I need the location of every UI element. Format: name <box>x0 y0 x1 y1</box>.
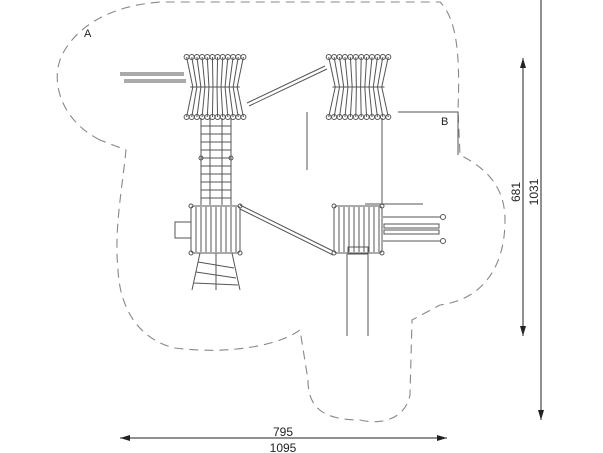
chain-bridge <box>239 204 334 256</box>
dimension-lines <box>120 0 544 441</box>
dim-width-inner: 795 <box>273 425 293 439</box>
tower-roof-right <box>325 54 392 120</box>
slide <box>346 246 369 336</box>
platform-right <box>331 203 385 256</box>
monkey-bars <box>120 72 186 83</box>
dim-width-outer: 1095 <box>270 441 297 453</box>
zone-b-marker <box>398 111 459 155</box>
climbing-frame <box>191 252 241 291</box>
side-handle <box>174 221 191 239</box>
safety-zone-outline <box>56 1 506 423</box>
upper-bridge <box>246 65 328 107</box>
platform-left <box>188 203 243 256</box>
zone-label-b: B <box>441 116 448 128</box>
zone-label-a: A <box>84 28 92 40</box>
net-ladder <box>198 118 234 205</box>
side-bars <box>383 214 446 244</box>
tower-roof-left <box>183 54 247 120</box>
dim-height-outer: 1031 <box>527 178 541 205</box>
dim-height-inner: 681 <box>509 182 523 202</box>
